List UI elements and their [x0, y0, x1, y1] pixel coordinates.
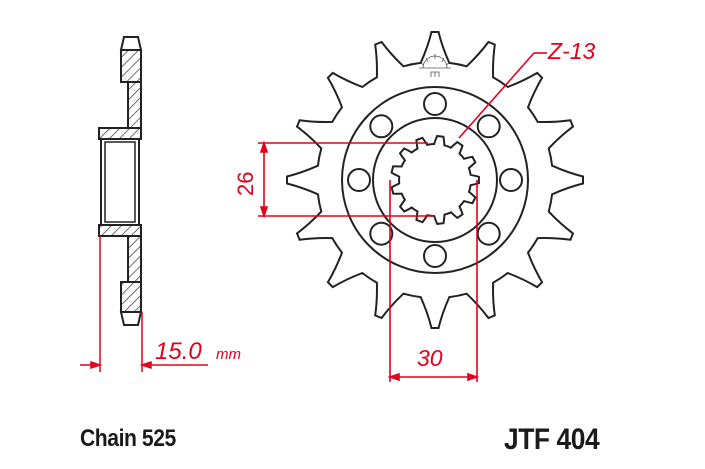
sprocket-front — [286, 31, 584, 329]
spline-bore — [390, 134, 480, 225]
teeth-count-label: Z-13 — [548, 38, 596, 64]
bolt-holes — [347, 92, 523, 268]
thickness-dimension — [80, 236, 208, 372]
chain-label: Chain 525 — [80, 425, 176, 452]
side-profile — [98, 36, 143, 326]
thickness-unit-label: mm — [216, 346, 241, 363]
sprocket-dimensions — [258, 52, 547, 382]
part-number-title: JTF 404 — [504, 423, 600, 456]
thickness-value-label: 15.0 — [155, 338, 202, 365]
logo-icon — [419, 54, 451, 77]
outer-teeth — [286, 31, 584, 329]
bolt-offset-label: 26 — [233, 171, 258, 196]
spline-width-label: 30 — [417, 345, 443, 371]
